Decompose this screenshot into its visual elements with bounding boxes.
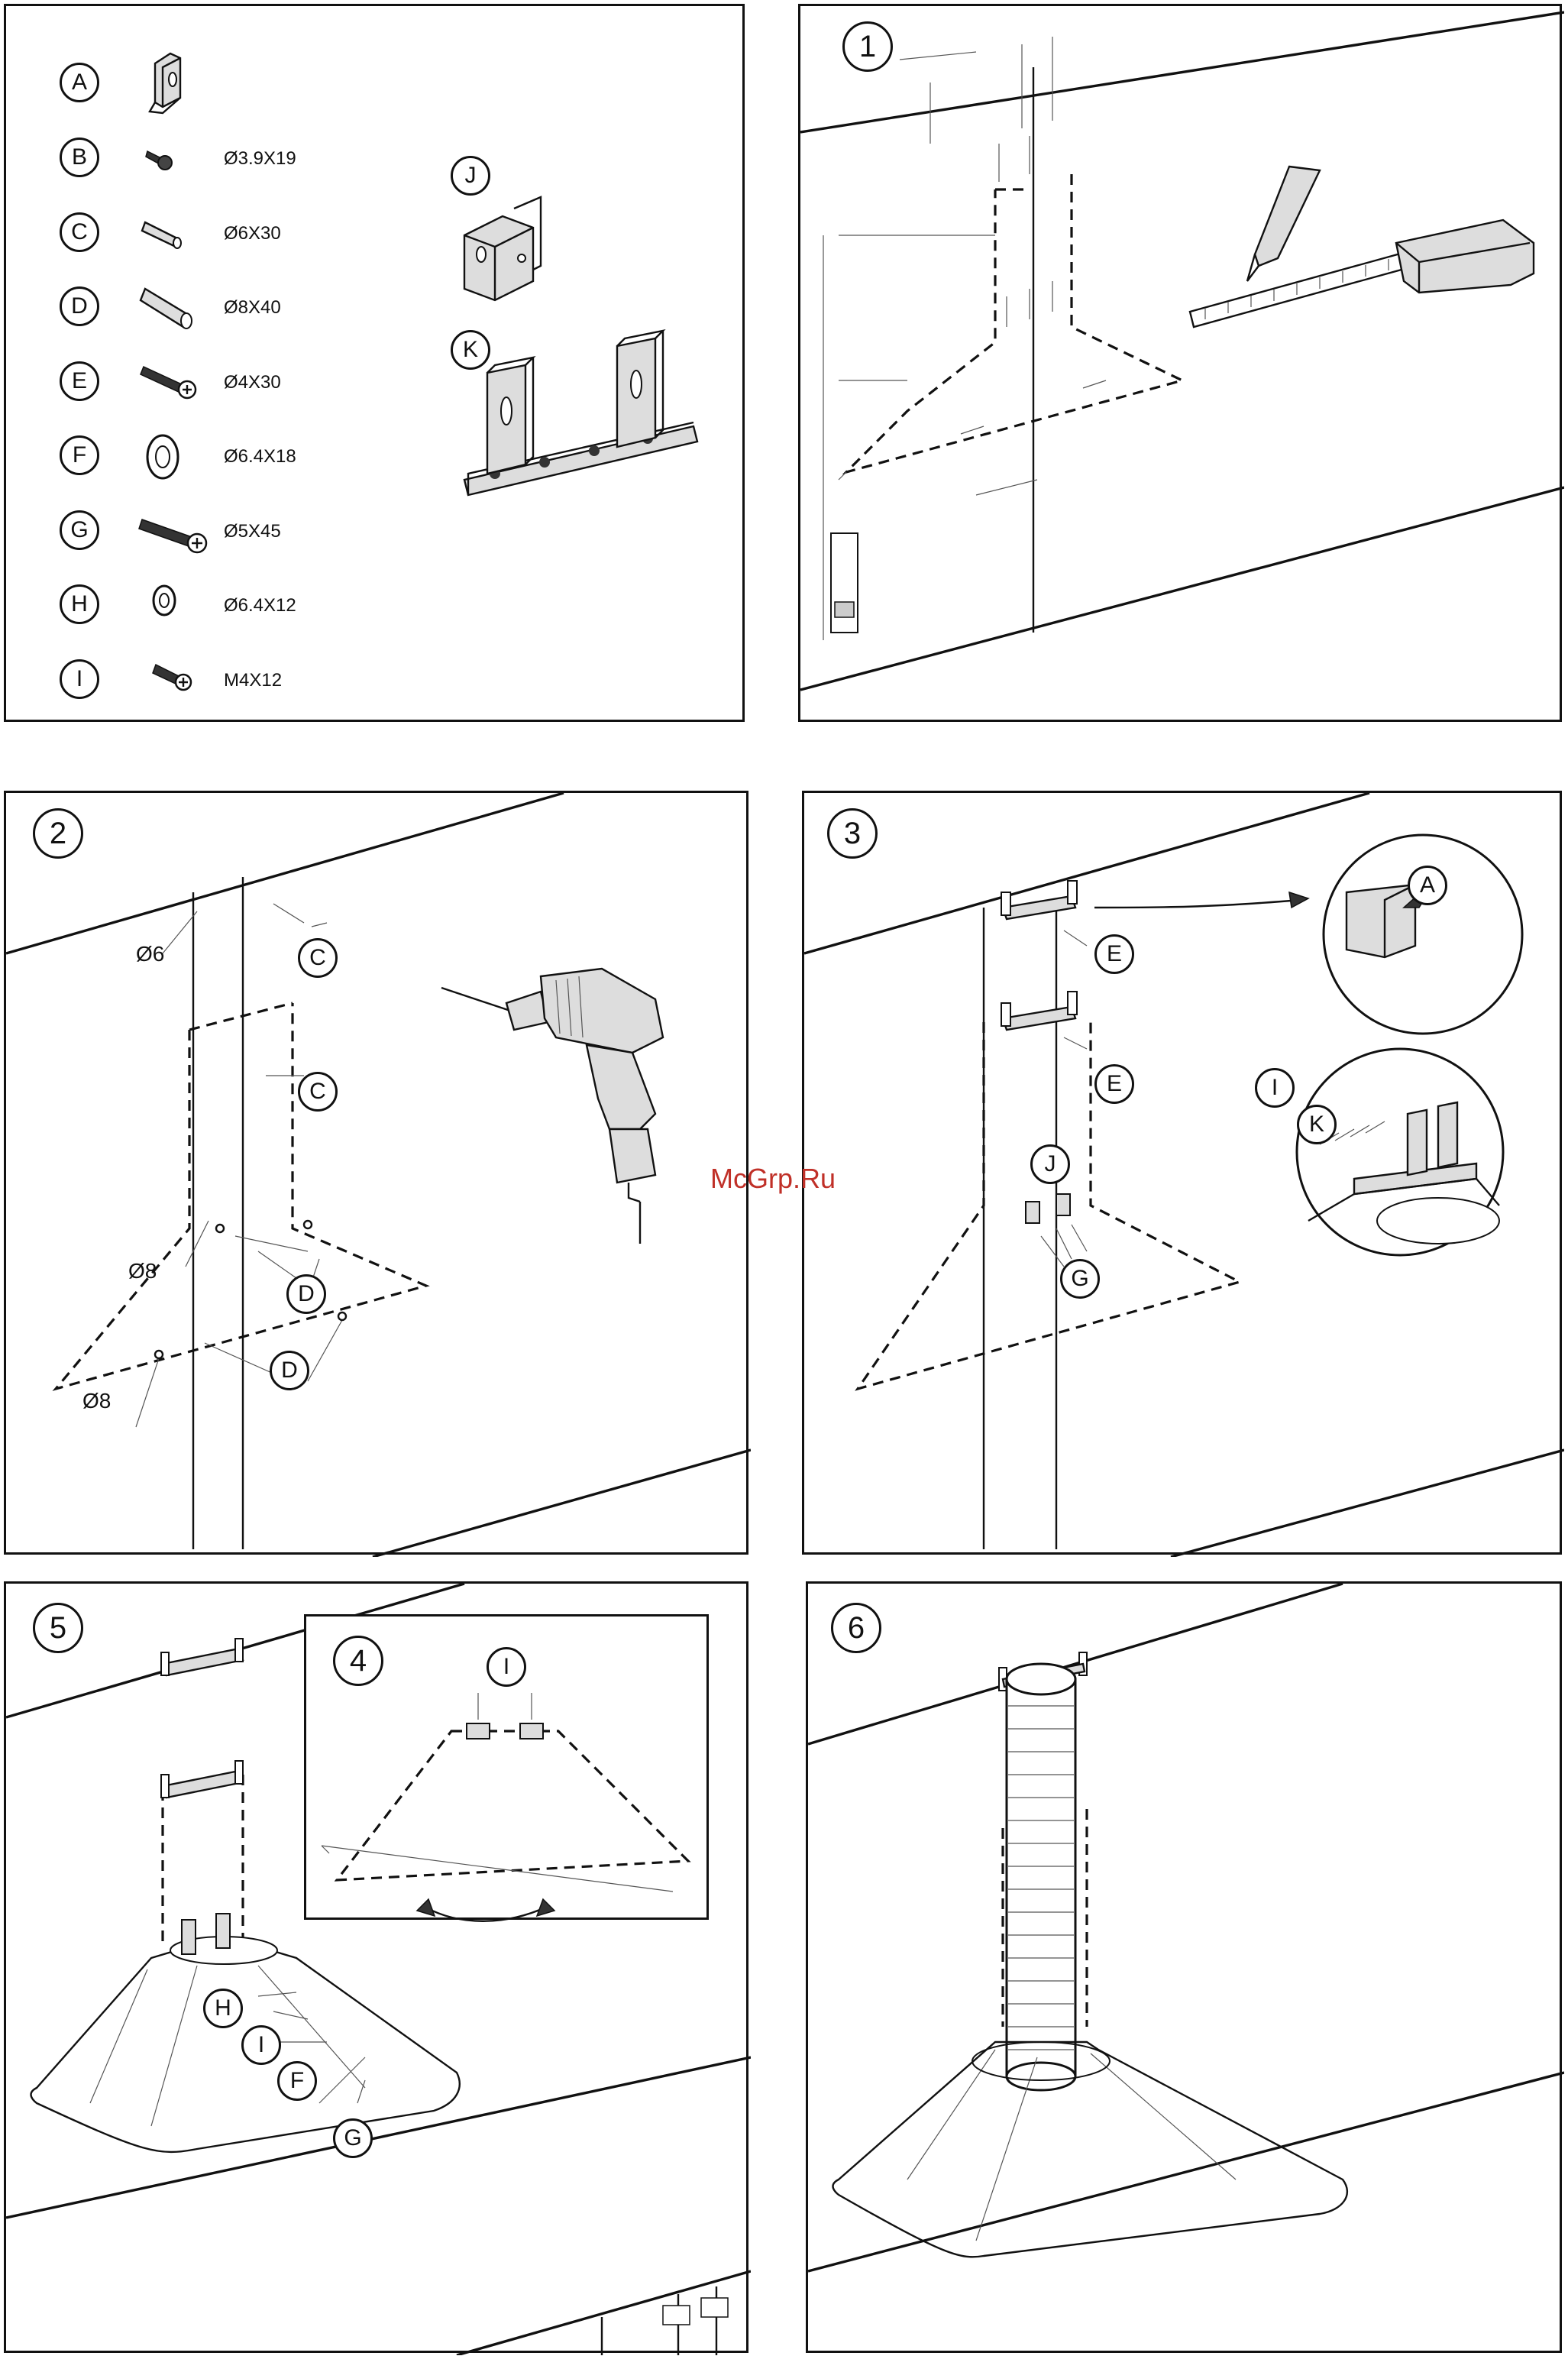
bracket-clip-icon xyxy=(150,53,180,113)
step-2-panel: 2 Ø6 Ø8 Ø8 C C D D xyxy=(4,791,748,1555)
step-4-badge: 4 xyxy=(333,1636,383,1686)
label-d-upper: D xyxy=(286,1274,326,1314)
part-label-a: A xyxy=(60,63,99,102)
label-i-detail: I xyxy=(1255,1068,1295,1108)
step-5-badge: 5 xyxy=(33,1603,83,1653)
label-j: J xyxy=(1030,1144,1070,1184)
short-screw-icon xyxy=(146,151,172,170)
step-3-panel: 3 E E J G A I K xyxy=(802,791,1562,1555)
bracket-k-drawing xyxy=(464,331,697,495)
label-g: G xyxy=(333,2118,373,2158)
part-size-c: Ø6X30 xyxy=(224,223,281,244)
part-size-e: Ø4X30 xyxy=(224,372,281,393)
pencil-icon xyxy=(1247,167,1320,281)
step-3-badge: 3 xyxy=(827,808,878,859)
power-drill-icon xyxy=(441,969,663,1244)
label-e-lower: E xyxy=(1094,1064,1134,1104)
dimension-dia8-a: Ø8 xyxy=(128,1259,157,1283)
part-label-c: C xyxy=(60,212,99,252)
parts-list-panel: A B Ø3.9X19 C Ø6X30 D Ø8X40 E Ø4X30 F Ø6… xyxy=(4,4,745,722)
step-6-panel: 6 xyxy=(806,1581,1562,2353)
label-e-upper: E xyxy=(1094,934,1134,974)
part-label-b: B xyxy=(60,138,99,177)
step-3-drawing xyxy=(804,793,1564,1557)
bracket-j-drawing xyxy=(464,197,541,300)
label-k-detail: K xyxy=(1297,1105,1337,1144)
long-screw-icon xyxy=(139,519,206,552)
label-d-lower: D xyxy=(270,1351,309,1390)
small-washer-icon xyxy=(154,586,175,615)
screw-icon xyxy=(141,367,196,398)
part-size-f: Ø6.4X18 xyxy=(224,446,296,468)
large-wall-plug-icon xyxy=(141,289,192,328)
part-size-d: Ø8X40 xyxy=(224,297,281,319)
step-2-badge: 2 xyxy=(33,808,83,859)
step-4-inset: 4 I xyxy=(304,1614,709,1920)
part-label-j: J xyxy=(451,156,490,196)
step-2-drawing xyxy=(6,793,751,1557)
part-label-f: F xyxy=(60,435,99,475)
step-1-badge: 1 xyxy=(842,21,893,72)
step-1-panel: 1 xyxy=(798,4,1562,722)
part-size-h: Ø6.4X12 xyxy=(224,595,296,617)
label-i-step4: I xyxy=(487,1647,526,1687)
step-6-badge: 6 xyxy=(831,1603,881,1653)
label-i: I xyxy=(241,2025,281,2065)
part-size-g: Ø5X45 xyxy=(224,521,281,542)
large-washer-icon xyxy=(147,435,178,478)
label-g: G xyxy=(1060,1259,1100,1299)
part-label-h: H xyxy=(60,584,99,624)
part-label-k: K xyxy=(451,330,490,370)
label-c-upper: C xyxy=(298,938,338,978)
label-h: H xyxy=(203,1989,243,2028)
dimension-dia8-b: Ø8 xyxy=(82,1389,111,1413)
step-5-panel: 5 H I F G 4 I xyxy=(4,1581,748,2353)
part-label-g: G xyxy=(60,510,99,550)
step-6-drawing xyxy=(808,1584,1564,2355)
part-label-i: I xyxy=(60,659,99,699)
step-1-drawing xyxy=(800,6,1564,724)
measuring-tape-icon xyxy=(1190,220,1534,327)
dimension-dia6: Ø6 xyxy=(136,942,164,966)
watermark: McGrp.Ru xyxy=(710,1163,836,1195)
small-wall-plug-icon xyxy=(142,222,181,248)
label-f: F xyxy=(277,2061,317,2101)
part-size-b: Ø3.9X19 xyxy=(224,148,296,170)
label-c-lower: C xyxy=(298,1072,338,1112)
label-a-detail: A xyxy=(1408,866,1447,905)
part-size-i: M4X12 xyxy=(224,670,282,691)
part-label-d: D xyxy=(60,286,99,326)
machine-screw-icon xyxy=(153,665,191,690)
part-label-e: E xyxy=(60,361,99,401)
parts-drawings xyxy=(6,6,747,724)
